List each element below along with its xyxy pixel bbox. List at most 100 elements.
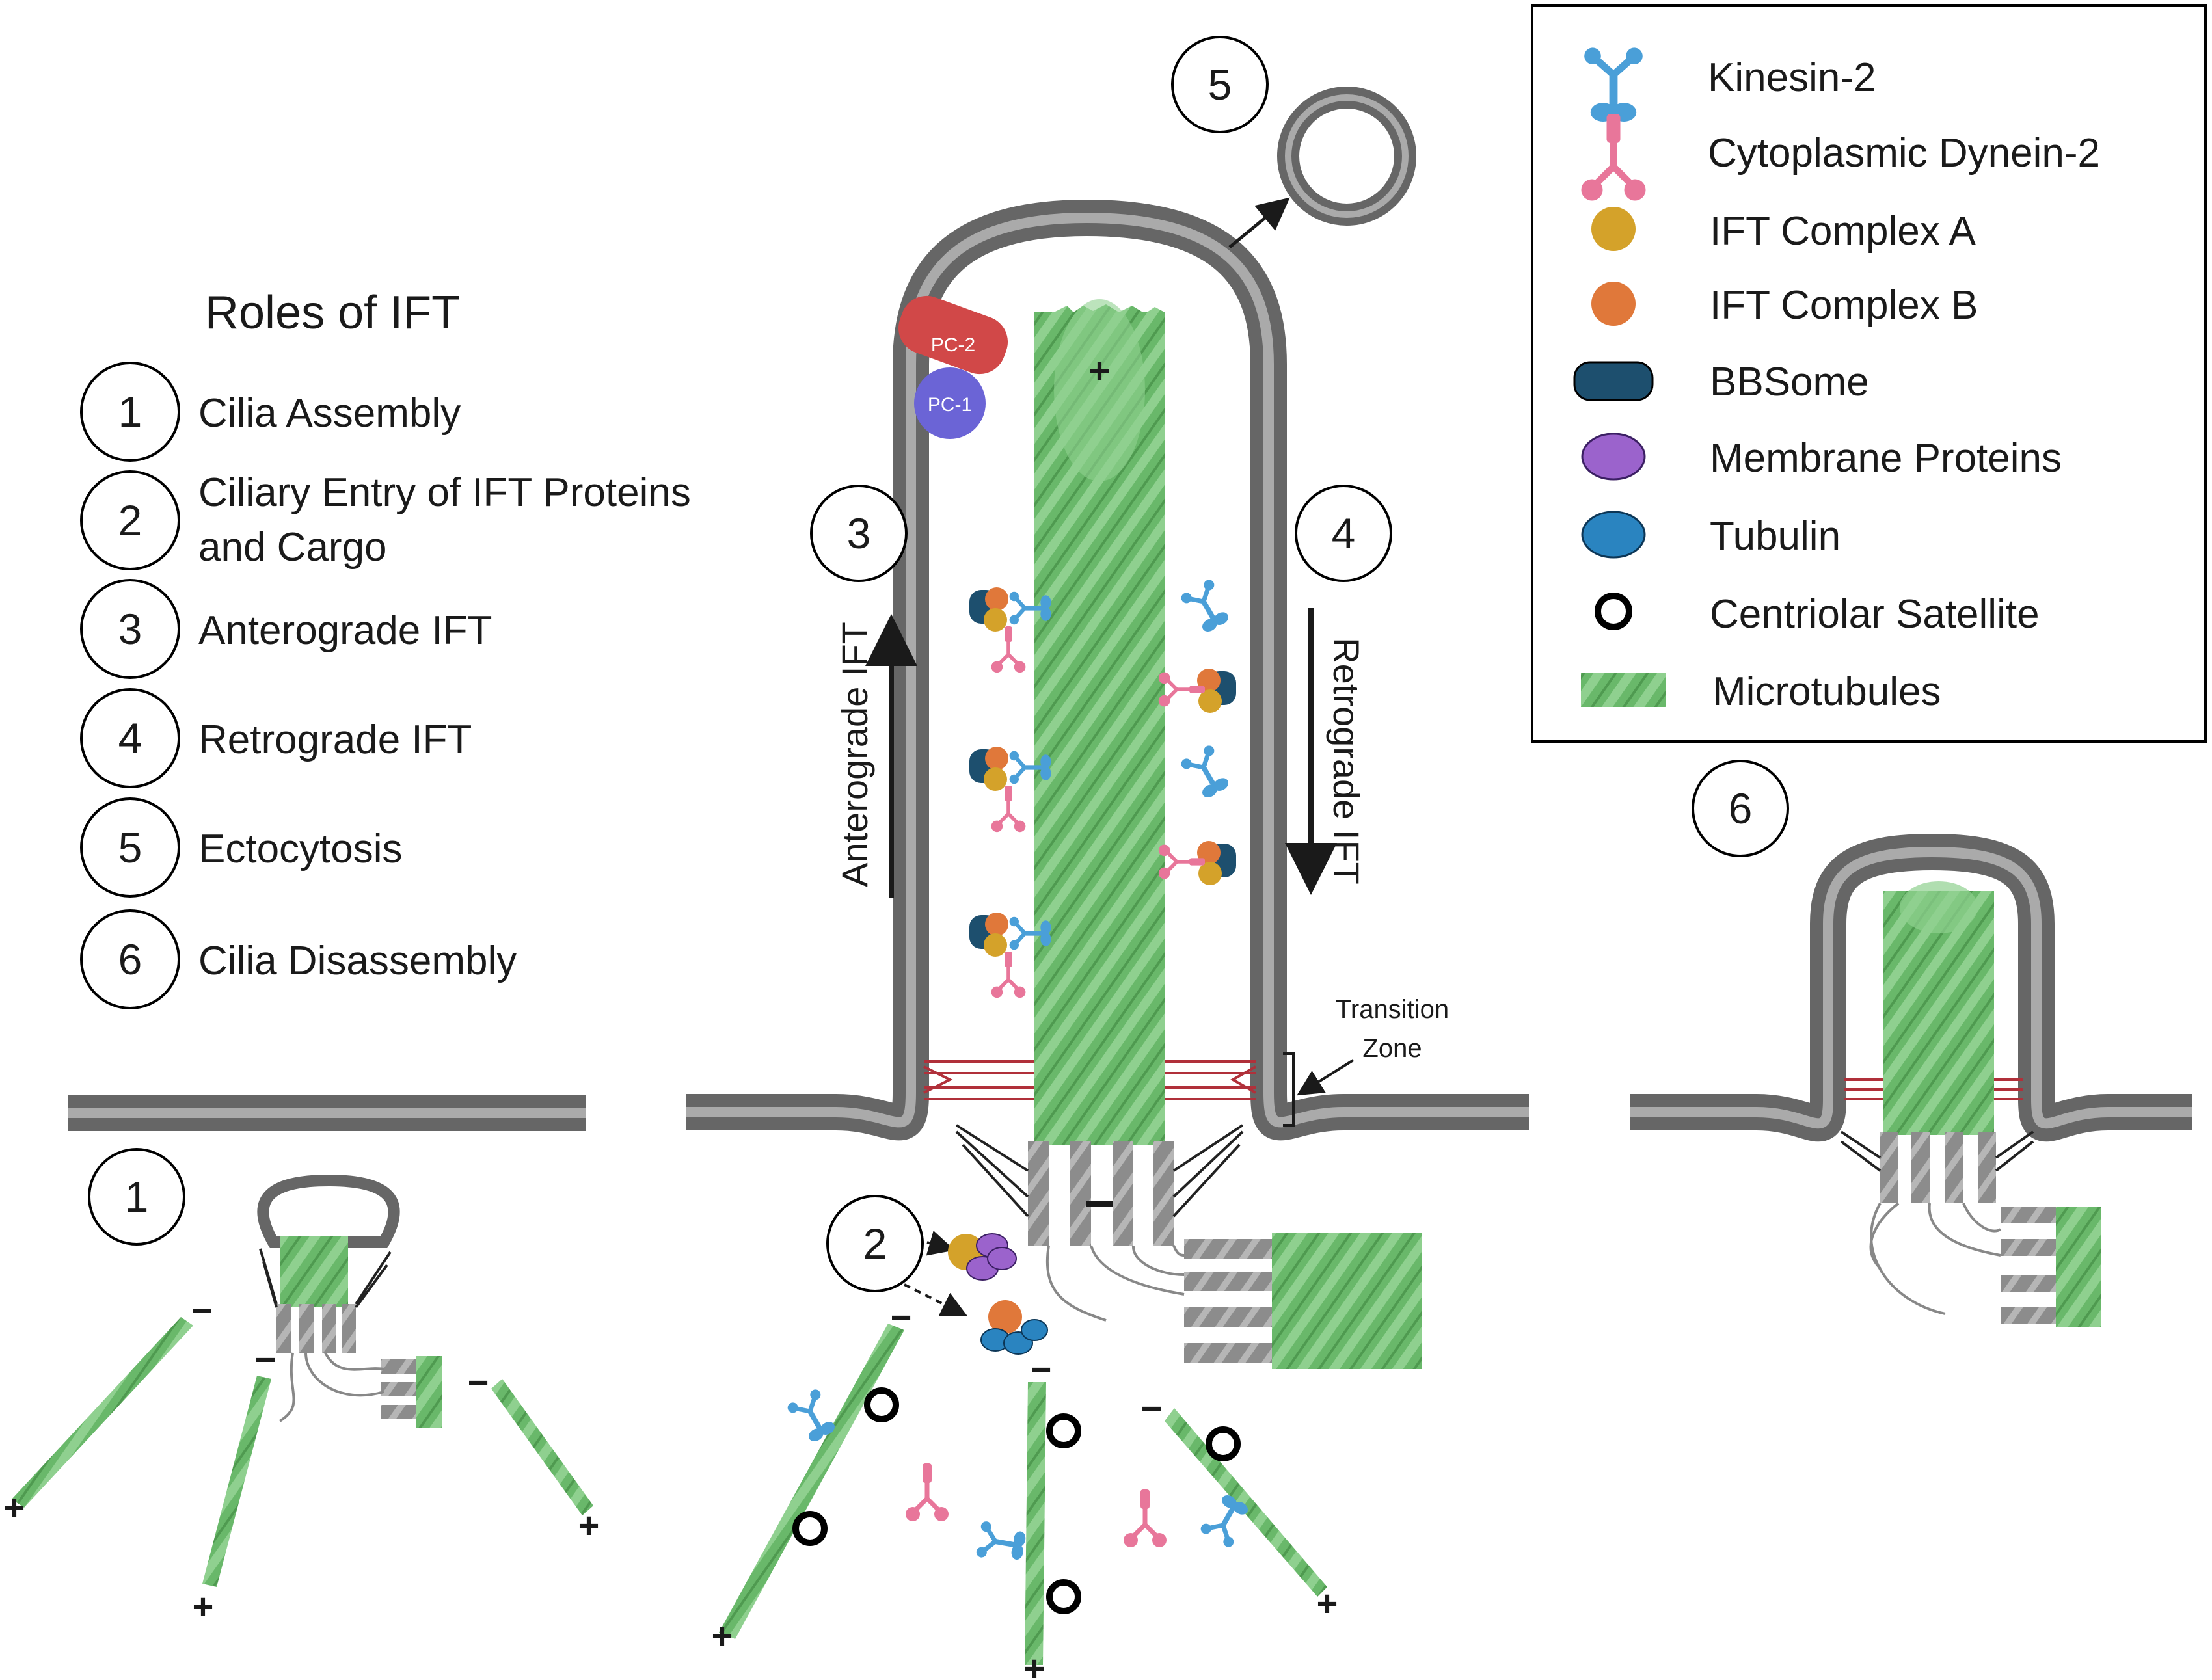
role-number: 2 <box>118 496 142 544</box>
pc2-label: PC-2 <box>931 334 975 356</box>
linker-fibers <box>278 1352 384 1422</box>
rootlet-fibers <box>1045 1245 1185 1322</box>
role-number-circle <box>80 688 180 788</box>
legend-item-ift-a: IFT Complex A <box>1591 207 1976 254</box>
step-number: 2 <box>863 1220 887 1268</box>
plus-sign: + <box>712 1616 733 1657</box>
role-number-circle <box>80 909 180 1009</box>
role-number-circle <box>80 797 180 898</box>
membrane-protein-icon <box>1581 433 1646 481</box>
transition-zone-label-line1: Transition <box>1336 995 1449 1024</box>
role-item-2: 2 Ciliary Entry of IFT Proteins and Carg… <box>80 470 691 570</box>
plus-sign: + <box>1024 1648 1045 1680</box>
step-number-circle <box>1692 760 1789 857</box>
ift-b-cargo <box>980 1300 1048 1355</box>
step-number: 6 <box>1729 784 1753 833</box>
centriolar-satellite <box>796 1514 824 1543</box>
roles-panel: Roles of IFT 1 Cilia Assembly 2 Ciliary … <box>80 287 691 1009</box>
plus-sign: + <box>578 1505 600 1546</box>
pc1-label: PC-1 <box>928 394 972 416</box>
legend-label: Cytoplasmic Dynein-2 <box>1708 131 2100 176</box>
legend-item-microtubules: Microtubules <box>1581 669 1941 714</box>
transition-zone-linkers <box>1844 1078 2023 1100</box>
legend-item-satellite: Centriolar Satellite <box>1595 592 2040 637</box>
cytoplasmic-microtubule <box>12 1317 193 1508</box>
retrograde-train <box>1159 669 1236 713</box>
role-item-3: 3 Anterograde IFT <box>80 579 492 679</box>
daughter-centriole <box>2001 1207 2101 1327</box>
step-number-circle <box>810 485 908 582</box>
legend-label: IFT Complex B <box>1710 283 1978 328</box>
cytoplasmic-microtubule <box>1165 1408 1327 1597</box>
cytoplasmic-microtubule <box>491 1379 593 1515</box>
legend-item-ift-b: IFT Complex B <box>1591 282 1978 328</box>
legend-label: Membrane Proteins <box>1710 436 2062 481</box>
step-number-circle <box>1295 485 1392 582</box>
ciliary-vesicle <box>257 1174 400 1248</box>
ift-b-icon <box>1591 282 1636 326</box>
rootlet-fibers <box>1869 1202 2002 1315</box>
ciliary-membrane-core <box>686 212 1529 1128</box>
microtubule-icon <box>1581 673 1666 707</box>
entry-arrow <box>904 1283 968 1316</box>
plus-sign: + <box>1089 351 1111 392</box>
legend-label: Tubulin <box>1710 514 1841 559</box>
distal-appendages <box>955 1124 1244 1218</box>
role-label: Retrograde IFT <box>198 717 472 762</box>
legend-label: IFT Complex A <box>1710 209 1976 254</box>
free-dynein <box>906 1463 949 1521</box>
step-number-circle <box>826 1195 924 1292</box>
retrograde-label: Retrograde IFT <box>1326 637 1367 885</box>
roles-title: Roles of IFT <box>205 287 460 339</box>
transition-zone-linkers <box>923 1060 1256 1100</box>
distal-appendages <box>1840 1130 2034 1172</box>
role-label: Anterograde IFT <box>198 608 492 653</box>
ciliary-membrane-core <box>1630 846 2192 1129</box>
role-item-6: 6 Cilia Disassembly <box>80 909 517 1009</box>
bbsome-icon <box>1573 361 1654 401</box>
role-number-circle <box>80 579 180 679</box>
plus-sign: + <box>193 1586 214 1627</box>
entry-arrow <box>926 1230 955 1256</box>
role-number: 6 <box>118 935 142 983</box>
role-item-4: 4 Retrograde IFT <box>80 688 472 788</box>
legend-item-bbsome: BBSome <box>1573 360 1869 405</box>
retrograde-train <box>1159 841 1236 885</box>
tubulin-icon <box>1581 511 1646 559</box>
free-dynein <box>1124 1489 1167 1547</box>
role-item-5: 5 Ectocytosis <box>80 797 403 898</box>
role-number: 3 <box>118 605 142 653</box>
centriolar-satellite <box>1209 1430 1237 1458</box>
centriolar-satellite <box>867 1391 896 1419</box>
minus-sign: − <box>255 1339 276 1380</box>
legend-label: BBSome <box>1710 360 1869 405</box>
ift-a-icon <box>1591 207 1636 251</box>
legend-item-membrane-proteins: Membrane Proteins <box>1581 433 2062 481</box>
ift-a-cargo <box>948 1233 1017 1281</box>
legend-label: Microtubules <box>1712 669 1941 714</box>
role-number-circle <box>80 362 180 462</box>
step-number: 5 <box>1208 60 1232 109</box>
minus-sign: − <box>1031 1349 1052 1390</box>
legend-item-tubulin: Tubulin <box>1581 511 1841 559</box>
role-number: 1 <box>118 388 142 436</box>
ectocytosis-arrow <box>1228 197 1290 248</box>
daughter-centriole <box>381 1356 442 1428</box>
pc2-protein: PC-2 <box>898 295 1008 375</box>
free-kinesin <box>976 1521 1028 1564</box>
step-number: 3 <box>847 509 871 557</box>
plus-sign: + <box>4 1487 25 1528</box>
free-kinesin <box>1180 743 1234 801</box>
transition-fibers <box>259 1248 392 1309</box>
legend-label: Kinesin-2 <box>1708 55 1876 100</box>
anterograde-label: Anterograde IFT <box>834 622 875 887</box>
role-label: Cilia Assembly <box>198 391 461 436</box>
minus-sign: − <box>1085 1175 1115 1233</box>
role-item-1: 1 Cilia Assembly <box>80 362 461 462</box>
panel-cilia-disassembly: 6 <box>1630 760 2192 1327</box>
minus-sign: − <box>1141 1388 1163 1429</box>
minus-sign: − <box>891 1297 912 1338</box>
satellite-icon <box>1595 593 1632 630</box>
legend-item-kinesin: Kinesin-2 <box>1584 47 1876 122</box>
